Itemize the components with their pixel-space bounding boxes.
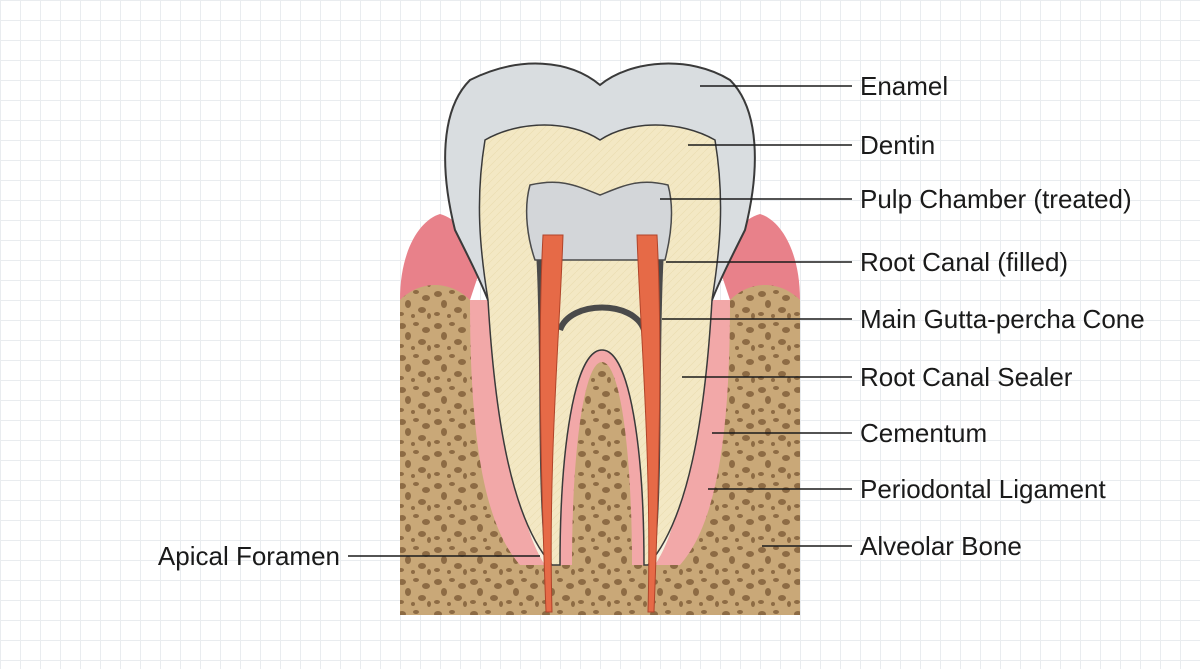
label-cementum: Cementum [860,418,987,448]
label-pulp-chamber: Pulp Chamber (treated) [860,184,1132,214]
label-gutta-percha: Main Gutta-percha Cone [860,304,1145,334]
gutta-percha-cones [539,234,661,613]
label-root-canal: Root Canal (filled) [860,247,1068,277]
label-alveolar-bone: Alveolar Bone [860,531,1022,561]
label-enamel: Enamel [860,71,948,101]
label-apical-foramen: Apical Foramen [158,541,340,571]
label-dentin: Dentin [860,130,935,160]
gutta-percha-right [636,234,661,613]
label-sealer: Root Canal Sealer [860,362,1073,392]
gutta-percha-left [539,234,564,613]
labels: Enamel Dentin Pulp Chamber (treated) Roo… [158,71,1145,571]
label-pdl: Periodontal Ligament [860,474,1106,504]
leader-lines [348,85,852,557]
